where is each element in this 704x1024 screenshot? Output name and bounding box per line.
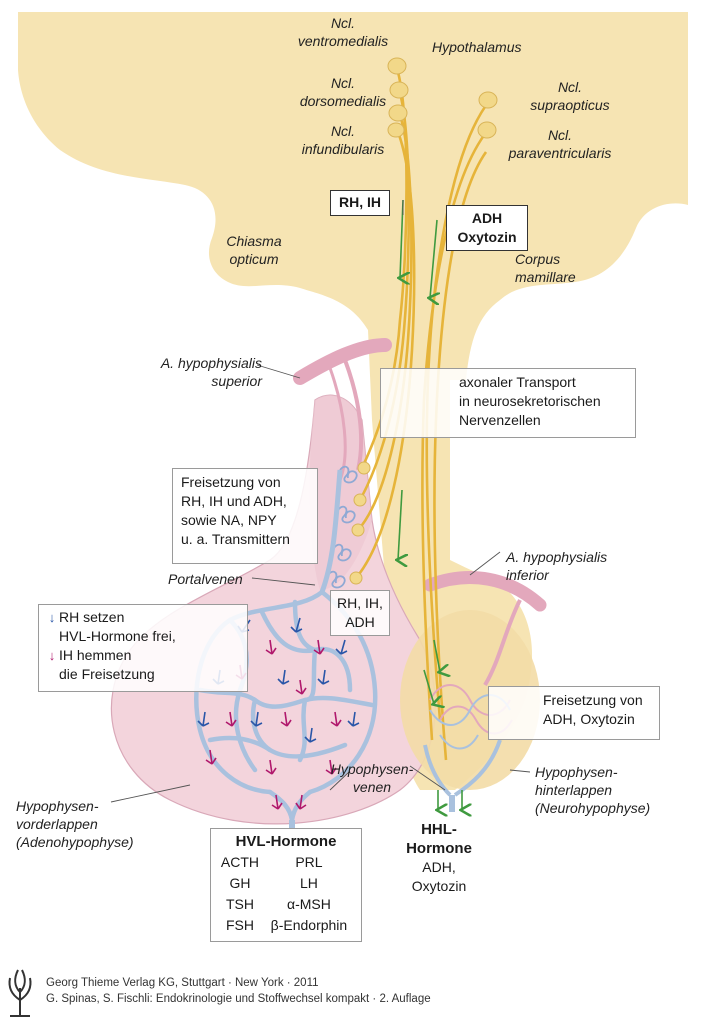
artery-superior [293, 338, 392, 385]
label-hypophysenvenen: Hypophysen- venen [330, 761, 414, 795]
table-row: GH LH [217, 873, 355, 894]
label-a-hyp-inferior: A. hypophysialis inferior [506, 549, 608, 583]
portal-vein [319, 469, 343, 593]
table-row: TSH α-MSH [217, 894, 355, 915]
box-freisetzung-adh: Freisetzung von ADH, Oxytozin [488, 686, 660, 740]
label-ncl-ventromedialis: Ncl. ventromedialis [297, 15, 389, 49]
hormone-cell: FSH [225, 917, 254, 933]
box-rh-ih-adh: RH, IH, ADH [330, 590, 390, 636]
axon-terminals [349, 461, 371, 585]
primary-capillary-plexus [327, 465, 358, 589]
hormone-cell: PRL [295, 854, 323, 870]
hvl-title: HVL-Hormone [235, 833, 337, 850]
hormone-cell: ACTH [220, 854, 259, 870]
footer-line-1: Georg Thieme Verlag KG, Stuttgart · New … [46, 977, 319, 989]
hormone-cell: TSH [225, 896, 254, 912]
label-ncl-supraopticus: Ncl. supraopticus [530, 79, 610, 113]
hormone-cell: LH [299, 875, 318, 891]
label-ncl-paraventricularis: Ncl. paraventricularis [508, 127, 612, 161]
label-chiasma-opticum: Chiasma opticum [226, 233, 282, 267]
publisher-footer: Georg Thieme Verlag KG, Stuttgart · New … [46, 975, 431, 1007]
label-a-hyp-superior: A. hypophysialis superior [160, 355, 262, 389]
artery-superior-branch-2 [328, 367, 347, 481]
hvl-list: ACTH PRL GH LH TSH α-MSH FSH β-Endorphin [217, 852, 355, 936]
hhl-text: ADH, Oxytozin [411, 859, 467, 894]
legend-rh-line2: HVL-Hormone frei, [59, 628, 176, 644]
box-axonaler-transport: axonaler Transport in neurosekretorische… [380, 368, 636, 438]
legend-ih-line2: die Freisetzung [59, 666, 155, 682]
legend-box: ↓RH setzen HVL-Hormone frei, ↓IH hemmen … [38, 604, 248, 692]
box-freisetzung-rh-ih-adh: Freisetzung von RH, IH und ADH, sowie NA… [172, 468, 318, 564]
label-corpus-mamillare: Corpus mamillare [515, 251, 576, 285]
label-hypothalamus: Hypothalamus [432, 39, 522, 55]
legend-rh-row: ↓RH setzen [45, 608, 241, 627]
table-row: ACTH PRL [217, 852, 355, 873]
legend-rh-line1: RH setzen [59, 609, 125, 625]
artery-inferior [423, 571, 547, 612]
axon-somata [387, 57, 498, 139]
label-portalvenen: Portalvenen [168, 571, 243, 587]
label-ncl-dorsomedialis: Ncl. dorsomedialis [299, 75, 387, 109]
label-vorderlappen: Hypophysen- vorderlappen (Adenohypophyse… [16, 798, 134, 850]
transport-arrows [398, 199, 462, 810]
leader-lines [110, 200, 531, 803]
label-hinterlappen: Hypophysen- hinterlappen (Neurohypophyse… [535, 764, 651, 816]
table-row: FSH β-Endorphin [217, 915, 355, 936]
box-adh-oxytozin: ADH Oxytozin [446, 205, 528, 251]
hhl-title: HHL-Hormone [406, 821, 472, 857]
box-rh-ih: RH, IH [330, 190, 390, 216]
hvl-hormones-table: HVL-Hormone ACTH PRL GH LH TSH α-MSH FSH β-E… [210, 828, 362, 942]
legend-ih-line1: IH hemmen [59, 647, 132, 663]
legend-ih-row: ↓IH hemmen [45, 646, 241, 665]
artery-superior-branch [343, 359, 364, 471]
thieme-logo [8, 969, 32, 1017]
hormone-cell: GH [229, 875, 251, 891]
footer-line-2: G. Spinas, S. Fischli: Endokrinologie un… [46, 993, 431, 1005]
ih-arrow-icon: ↓ [48, 648, 56, 663]
ih-arrows [205, 639, 342, 810]
hhl-hormones: HHL-Hormone ADH, Oxytozin [394, 820, 484, 896]
infundibulum-shade [309, 395, 372, 590]
artery-inferior-branch [483, 599, 522, 687]
label-ncl-infundibularis: Ncl. infundibularis [301, 123, 385, 157]
rh-arrow-icon: ↓ [48, 610, 56, 625]
hormone-cell: α-MSH [287, 896, 331, 912]
hormone-cell: β-Endorphin [270, 917, 348, 933]
